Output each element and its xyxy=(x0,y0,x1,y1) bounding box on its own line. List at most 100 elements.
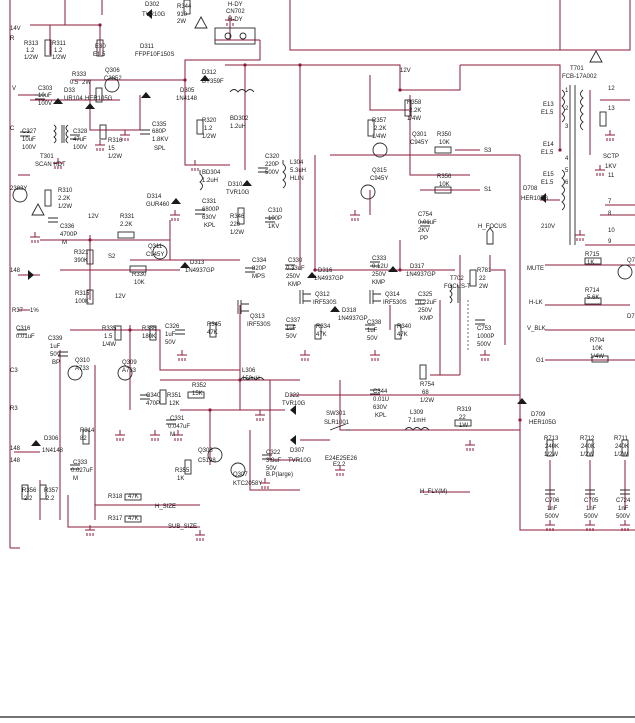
label-r: R xyxy=(10,36,15,42)
label-d33v: UR104 xyxy=(64,96,83,102)
label-v12a: 12V xyxy=(88,214,99,220)
label-mute: MUTE xyxy=(527,266,544,272)
label-q315v: C945Y xyxy=(370,176,388,182)
label-c310a: 100P xyxy=(268,216,282,222)
label-n12: 12 xyxy=(608,86,615,92)
label-r345a: 47K xyxy=(207,330,218,336)
label-r335: R335 xyxy=(102,326,117,332)
label-r358: R358 xyxy=(407,100,422,106)
label-r330a: 10K xyxy=(134,280,145,286)
label-r3: R3 xyxy=(10,406,18,412)
resistor-r713 xyxy=(546,439,554,457)
label-c333b2a: 0.12U xyxy=(372,264,388,270)
capacitor-c337 xyxy=(285,324,295,330)
capacitor-c334 xyxy=(245,267,255,273)
label-r356b: R356 xyxy=(437,174,452,180)
label-n9: 9 xyxy=(608,239,612,245)
label-r315a: 100K xyxy=(75,299,89,305)
resistor-r334 xyxy=(314,324,322,340)
diode-d709 xyxy=(517,398,527,404)
label-r357: R357 xyxy=(44,488,59,494)
transistor-q311 xyxy=(152,244,168,260)
label-l304b: HLIN xyxy=(290,176,304,182)
label-spl: SPL xyxy=(154,146,166,152)
label-q306v: C3852 xyxy=(104,76,122,82)
label-t301v: SCAN HDT xyxy=(35,162,66,168)
label-r331: R331 xyxy=(120,214,135,220)
diode-d305 xyxy=(31,440,41,446)
label-e15b: E1.5 xyxy=(541,180,554,186)
resistor-r-top xyxy=(599,111,607,127)
capacitor-c753 xyxy=(475,319,485,325)
transistor-q306 xyxy=(104,77,120,93)
label-c330b: 250V xyxy=(286,274,300,280)
label-c753: C753 xyxy=(477,326,492,332)
transistor-q307 xyxy=(230,462,246,478)
label-bd304v: 1.2uH xyxy=(202,178,218,184)
capacitor-c316 xyxy=(17,329,27,335)
label-c339: C339 xyxy=(48,336,63,342)
label-hsize: H_SIZE xyxy=(155,504,176,510)
label-r350a: 10K xyxy=(439,140,450,146)
transformer-t702 xyxy=(449,284,461,304)
wiring xyxy=(9,0,635,549)
label-c331b2b: M xyxy=(170,432,175,438)
transformer-t701-windings xyxy=(561,89,584,211)
label-r714a: 5.6K xyxy=(587,295,599,301)
label-l148a: 148 xyxy=(10,268,21,274)
label-c330: C330 xyxy=(288,258,303,264)
label-q313v: IRF530S xyxy=(247,322,271,328)
label-r316a: 15 xyxy=(108,146,115,152)
label-c335: C335 xyxy=(152,122,167,128)
label-n8: 8 xyxy=(608,211,612,217)
label-q310: Q310 xyxy=(75,358,90,364)
capacitor-c339 xyxy=(58,351,68,357)
label-e15: E15 xyxy=(543,172,554,178)
resistor-r345 xyxy=(209,322,217,338)
transistor-q310 xyxy=(67,365,83,381)
resistor-r310 xyxy=(44,189,52,207)
resistor-r331 xyxy=(117,231,135,239)
capacitor-c328 xyxy=(70,134,80,140)
resistor-r356 xyxy=(21,484,29,500)
label-r344a: 910 xyxy=(177,12,188,18)
label-t702v: FOCUS-T xyxy=(444,284,471,290)
resistor-r330 xyxy=(129,265,147,273)
label-c303: C303 xyxy=(38,86,53,92)
resistor-r319 xyxy=(454,419,472,427)
label-r319a: 22 xyxy=(459,415,466,421)
label-hfly: H_FLY(M) xyxy=(420,489,447,495)
label-c333a: 0.027uF xyxy=(71,468,93,474)
label-r352a: 15K xyxy=(192,391,203,397)
label-s1: S1 xyxy=(484,187,492,193)
label-c326: C326 xyxy=(165,324,180,330)
label-d314v: GUR460 xyxy=(146,202,170,208)
label-hdy2: H-DY xyxy=(228,17,243,23)
label-q311: Q311 xyxy=(148,244,163,250)
label-r704: R704 xyxy=(590,338,605,344)
label-c333b2: C333 xyxy=(372,256,387,262)
label-q311v: C945Y xyxy=(146,252,164,258)
label-e24b: E2.2 xyxy=(333,462,346,468)
label-c330c: KMP xyxy=(288,282,301,288)
label-d317v: 1N4937GP xyxy=(406,272,436,278)
label-r352: R352 xyxy=(192,383,207,389)
label-r704a: 10K xyxy=(592,346,603,352)
label-sw301: SW301 xyxy=(326,411,346,417)
label-q309v: A733 xyxy=(122,368,137,374)
transistor-q308 xyxy=(207,447,223,463)
label-r355a: 1K xyxy=(177,476,184,482)
diode-d322 xyxy=(290,405,296,415)
label-c706: C706 xyxy=(545,498,560,504)
label-c328: C328 xyxy=(73,129,88,135)
resistor-r320 xyxy=(196,119,204,135)
label-r356ba: 10K xyxy=(439,182,450,188)
capacitor-c303 xyxy=(35,94,45,100)
diode-148a xyxy=(28,270,34,280)
label-r351a: 12K xyxy=(169,401,180,407)
label-q310v: A733 xyxy=(75,366,90,372)
label-c704b: 500V xyxy=(616,514,630,520)
label-r310a: 2.2K xyxy=(58,196,70,202)
label-l309: L309 xyxy=(410,410,424,416)
label-c310: C310 xyxy=(268,208,283,214)
